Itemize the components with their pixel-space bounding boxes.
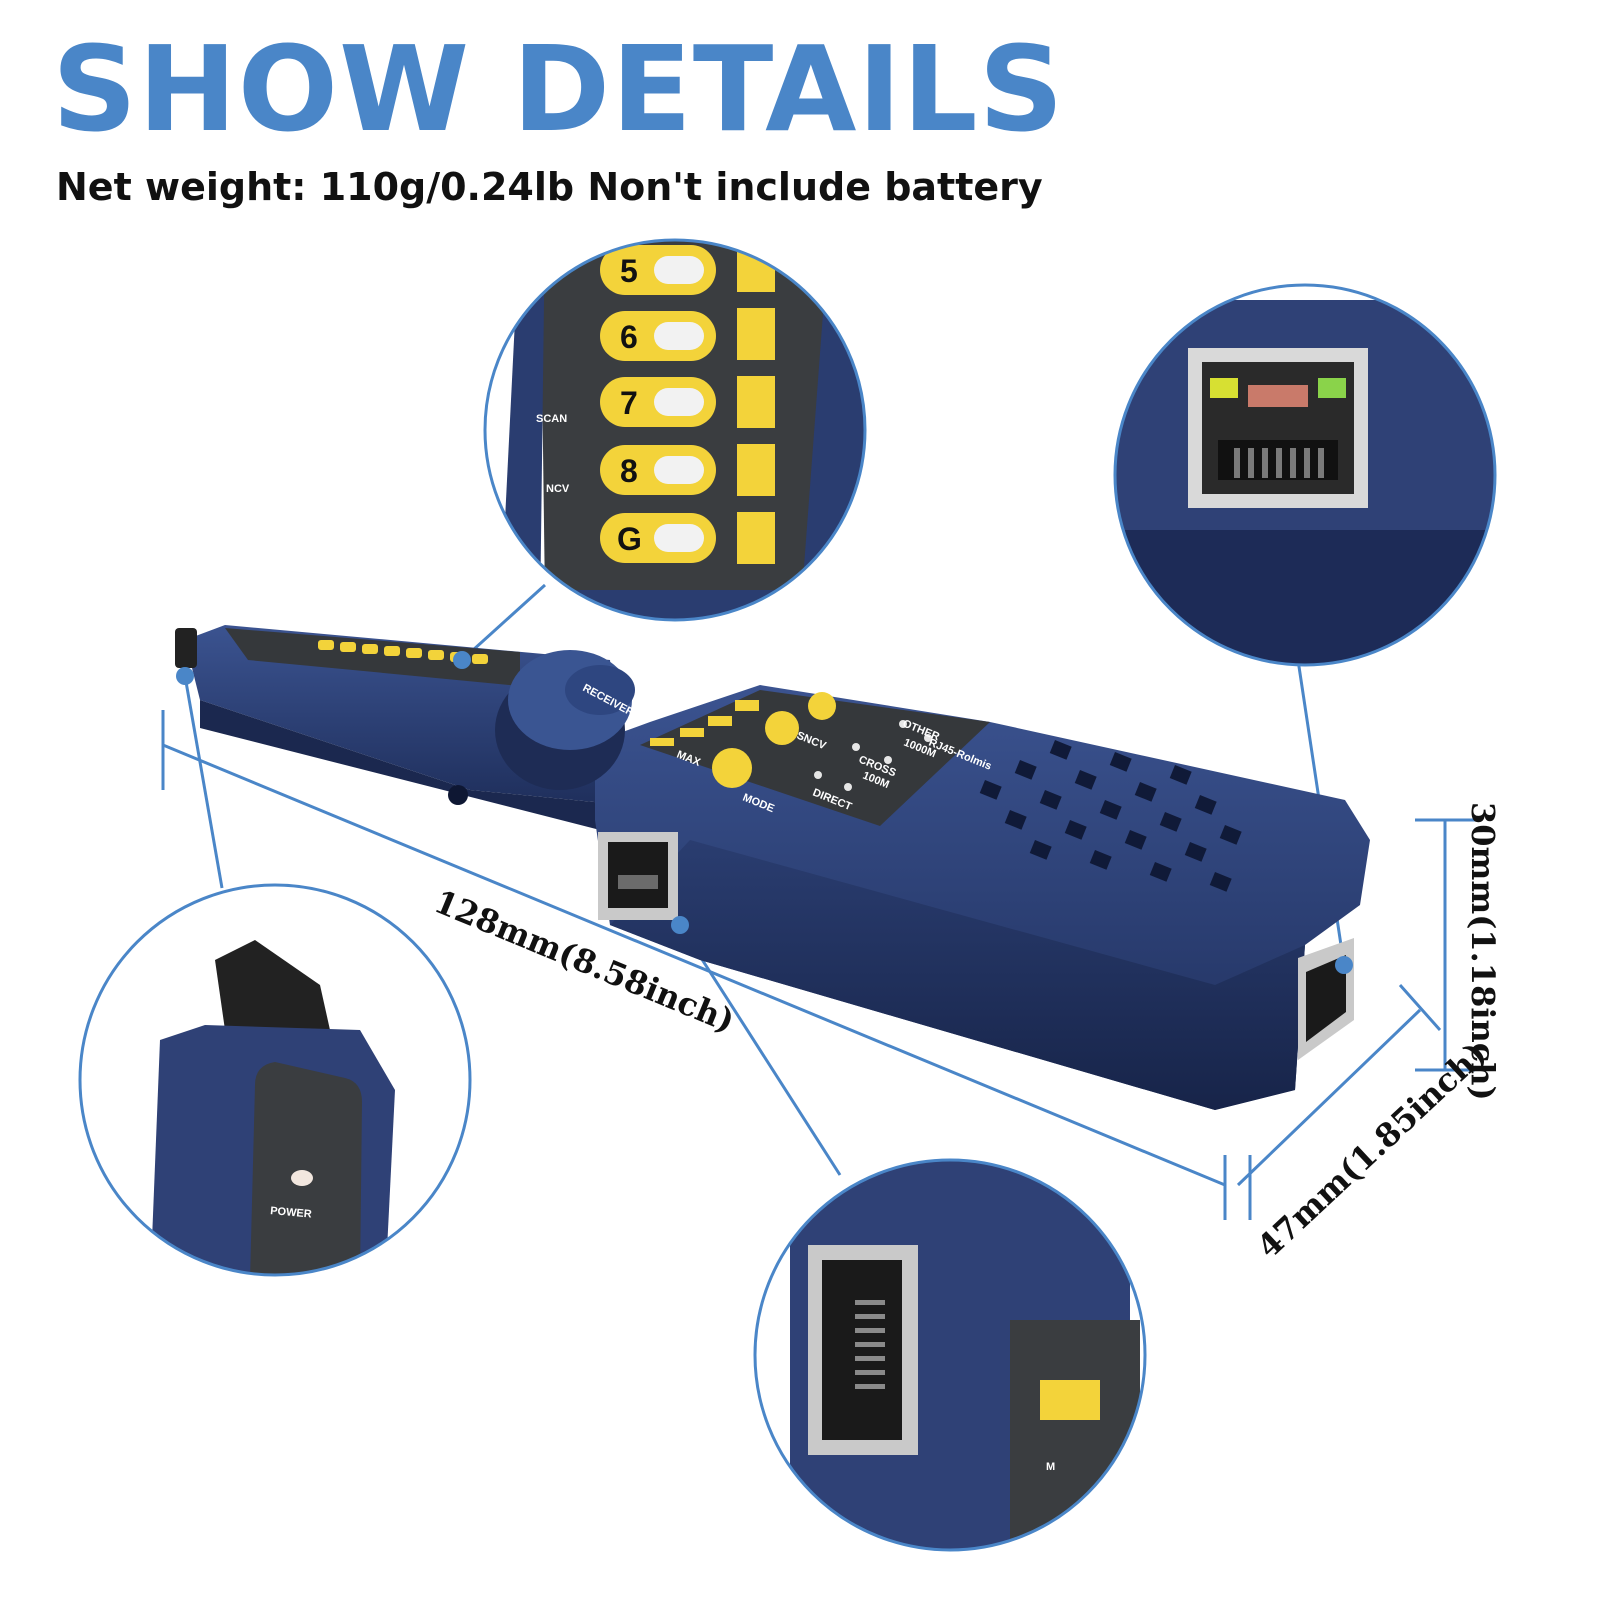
- ncv-label: NCV: [546, 483, 570, 495]
- mode-button[interactable]: [712, 748, 752, 788]
- led-label-5: 5: [620, 253, 638, 289]
- zoom-bar-leds: [737, 240, 775, 564]
- speaker-grille: [979, 740, 1242, 892]
- rj45-port-front[interactable]: [598, 832, 678, 920]
- page-title: SHOW DETAILS: [52, 20, 1065, 158]
- cable-tester-device: MODE SNCV MAX DIRECT 100M CROSS 1000M OT…: [175, 625, 1370, 1110]
- height-dimension-label: 30mm(1.18inch): [1464, 802, 1502, 1101]
- led-label-6: 6: [620, 319, 638, 355]
- dimension-lines: [161, 710, 1475, 1220]
- led-label-g: G: [617, 521, 642, 557]
- scan-label: SCAN: [536, 413, 567, 425]
- zoom-led-column: [600, 245, 716, 563]
- net-weight-caption: Net weight: 110g/0.24lb Non't include ba…: [56, 165, 1043, 209]
- callout-line-led: [460, 583, 547, 662]
- callout-line-bottom: [678, 924, 842, 1176]
- power-label: POWER: [270, 1205, 312, 1221]
- callout-dots: [176, 651, 1353, 974]
- rj45-button[interactable]: [808, 692, 836, 720]
- bottom-partial-label: M: [1046, 1461, 1055, 1473]
- led-label-7: 7: [620, 385, 638, 421]
- width-dimension-line: [1236, 1008, 1422, 1187]
- sncv-button[interactable]: [765, 711, 799, 745]
- length-dimension-line: [162, 743, 1226, 1187]
- zoom-rj45-port: [1113, 283, 1497, 667]
- power-led: [291, 1170, 313, 1186]
- signal-bar-leds: [650, 700, 759, 746]
- callout-line-power: [183, 675, 224, 889]
- zoom-bottom-port: M: [753, 1158, 1147, 1552]
- status-leds: [814, 720, 932, 791]
- receiver-led-strip: [225, 628, 520, 686]
- zoom-led-panel: 5 6 7 8 G SCAN NCV: [483, 238, 867, 622]
- probe-tip: [175, 628, 197, 668]
- zoom-power-switch: POWER: [78, 883, 472, 1277]
- led-label-8: 8: [620, 453, 638, 489]
- audio-jack: [448, 785, 468, 805]
